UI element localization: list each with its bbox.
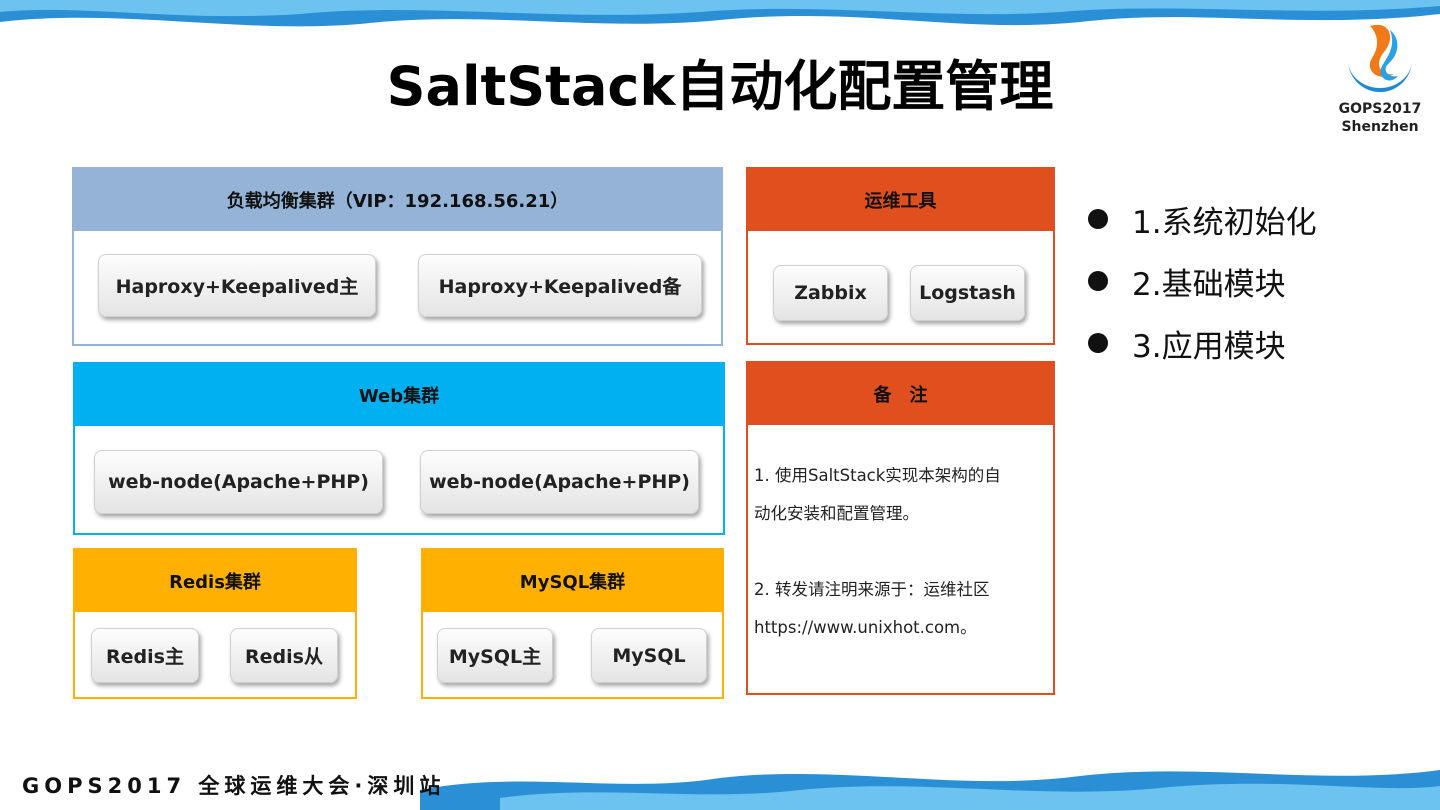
bullet-icon	[1088, 333, 1108, 353]
bullet-text: 2.基础模块	[1132, 266, 1286, 303]
haproxy-master-node[interactable]: Haproxy+Keepalived主	[98, 254, 376, 317]
notes-line-4: https://www.unixhot.com。	[754, 618, 977, 637]
footer-text: GOPS2017 全球运维大会·深圳站	[22, 774, 446, 798]
web-cluster: Web集群 web-node(Apache+PHP) web-node(Apac…	[73, 362, 725, 535]
notes-line-1: 1. 使用SaltStack实现本架构的自	[754, 466, 1001, 485]
redis-master-node[interactable]: Redis主	[91, 628, 199, 683]
mysql-header: MySQL集群	[423, 550, 722, 612]
bullet-item: 1.系统初始化	[1088, 188, 1317, 250]
haproxy-backup-node[interactable]: Haproxy+Keepalived备	[418, 254, 702, 317]
bullet-item: 3.应用模块	[1088, 312, 1317, 374]
web-header: Web集群	[75, 364, 723, 426]
ops-tools: 运维工具 Zabbix Logstash	[746, 167, 1055, 345]
notes-header: 备 注	[748, 363, 1053, 425]
bullet-text: 1.系统初始化	[1132, 204, 1317, 241]
top-wave-banner	[0, 0, 1440, 27]
bullet-item: 2.基础模块	[1088, 250, 1317, 312]
gops-logo-icon	[1348, 24, 1412, 92]
logstash-node[interactable]: Logstash	[910, 265, 1025, 321]
web-node-1[interactable]: web-node(Apache+PHP)	[94, 450, 383, 514]
mysql-slave-node[interactable]: MySQL	[591, 628, 707, 683]
notes-line-3: 2. 转发请注明来源于：运维社区	[754, 580, 990, 599]
bullet-icon	[1088, 209, 1108, 229]
notes-line-2: 动化安装和配置管理。	[754, 504, 919, 523]
page-title: SaltStack自动化配置管理	[386, 55, 1054, 118]
lb-header: 负载均衡集群（VIP：192.168.56.21）	[74, 169, 721, 231]
redis-cluster: Redis集群 Redis主 Redis从	[73, 548, 357, 699]
zabbix-node[interactable]: Zabbix	[773, 265, 888, 321]
bullet-list: 1.系统初始化 2.基础模块 3.应用模块	[1088, 188, 1317, 374]
logo-line1: GOPS2017	[1338, 101, 1422, 117]
gops-logo: GOPS2017 Shenzhen	[1330, 16, 1430, 136]
logo-line2: Shenzhen	[1341, 119, 1419, 135]
ops-header: 运维工具	[748, 169, 1053, 231]
bullet-icon	[1088, 271, 1108, 291]
redis-header: Redis集群	[75, 550, 355, 612]
load-balancer-cluster: 负载均衡集群（VIP：192.168.56.21） Haproxy+Keepal…	[72, 167, 723, 346]
redis-slave-node[interactable]: Redis从	[230, 628, 338, 683]
notes-box: 备 注 1. 使用SaltStack实现本架构的自 动化安装和配置管理。 2. …	[746, 361, 1055, 695]
bottom-wave-banner	[420, 770, 1440, 810]
mysql-master-node[interactable]: MySQL主	[437, 628, 553, 683]
web-node-2[interactable]: web-node(Apache+PHP)	[420, 450, 699, 514]
bullet-text: 3.应用模块	[1132, 328, 1286, 365]
mysql-cluster: MySQL集群 MySQL主 MySQL	[421, 548, 724, 699]
